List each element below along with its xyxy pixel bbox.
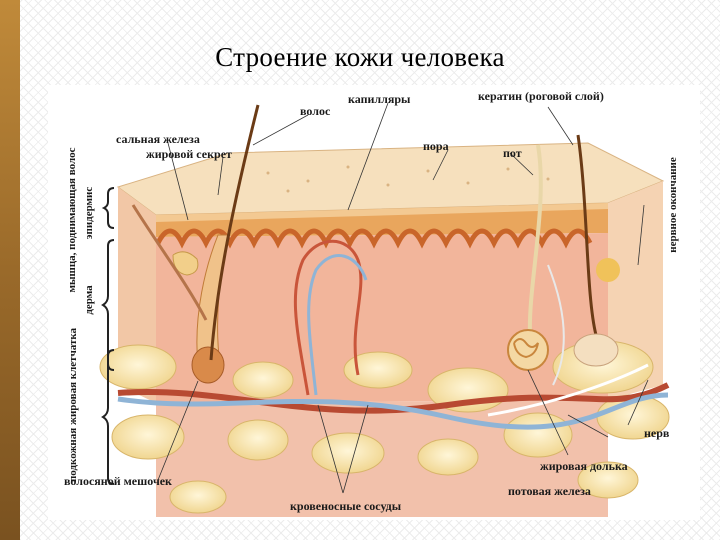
slide-title: Строение кожи человека <box>215 42 505 72</box>
label-hair: волос <box>300 104 331 118</box>
leader-lines <box>157 102 649 494</box>
skin-diagram: сальная железа жировой секрет волос капи… <box>48 85 700 520</box>
skin-diagram-svg: сальная железа жировой секрет волос капи… <box>64 89 679 517</box>
diagram-labels: сальная железа жировой секрет волос капи… <box>64 89 679 513</box>
label-fat-lobule: жировая долька <box>540 459 628 473</box>
nerve <box>487 363 649 417</box>
label-epidermis: эпидермис <box>83 187 95 240</box>
label-keratin: кератин (роговой слой) <box>478 89 604 103</box>
slide-accent-bar <box>0 0 20 540</box>
label-subcutaneous-fat: подкожная жировая клетчатка <box>67 327 79 482</box>
label-blood-vessels: кровеносные сосуды <box>290 499 402 513</box>
hair-follicle <box>131 104 260 384</box>
label-nerve: нерв <box>644 426 670 440</box>
label-pore: пора <box>423 139 449 153</box>
label-sweat: пот <box>503 146 522 160</box>
label-nerve-ending: нервное окончание <box>667 157 679 253</box>
label-sweat-gland: потовая железа <box>508 484 591 498</box>
label-sebaceous-gland: сальная железа <box>116 132 200 146</box>
blood-vessels <box>117 239 670 430</box>
label-arrector-muscle: мышца, поднимающая волос <box>66 147 78 292</box>
sweat-gland <box>507 134 620 371</box>
label-dermis: дерма <box>83 285 95 315</box>
label-capillaries: капилляры <box>348 92 411 106</box>
label-hair-follicle: волосяной мешочек <box>64 474 172 488</box>
layer-brackets <box>101 187 115 485</box>
label-sebum: жировой секрет <box>146 147 232 161</box>
